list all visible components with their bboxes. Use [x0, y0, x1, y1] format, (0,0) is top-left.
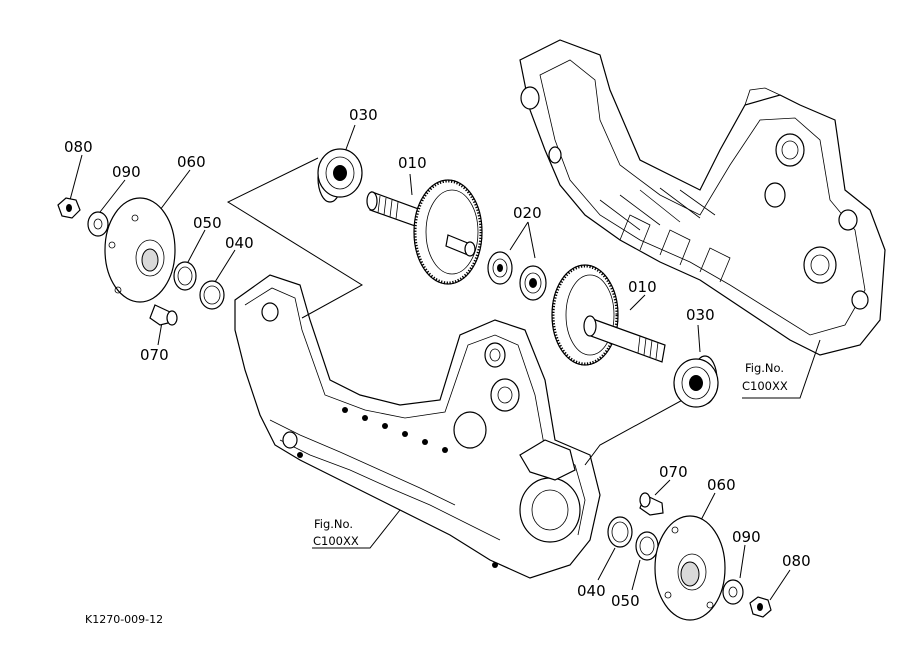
figure-reference-bottom: Fig.No. C100XX — [313, 517, 359, 548]
label-090-right: 090 — [732, 528, 761, 546]
washer-090-right — [722, 579, 744, 605]
bearing-020-a — [487, 251, 513, 285]
label-050-right: 050 — [611, 592, 640, 610]
label-070-left: 070 — [140, 346, 169, 364]
label-040-right: 040 — [577, 582, 606, 600]
bearing-020-b — [519, 265, 547, 301]
washer-090-left — [87, 211, 109, 237]
bolt-070-right — [639, 492, 664, 516]
seal-050-left — [173, 261, 197, 291]
bearing-030-upper — [317, 148, 363, 203]
bearing-030-right — [673, 355, 719, 408]
nut-080-right — [749, 596, 772, 618]
part-labels: 030 010 020 010 030 080 090 060 050 040 … — [64, 106, 811, 610]
label-010-right: 010 — [628, 278, 657, 296]
seal-040-left — [199, 280, 225, 310]
drawing-code: K1270-009-12 — [85, 613, 163, 626]
label-090-left: 090 — [112, 163, 141, 181]
hub-060-right — [654, 515, 726, 621]
figref-right-line2: C100XX — [742, 379, 788, 393]
figure-reference-right: Fig.No. C100XX — [742, 361, 788, 393]
label-020: 020 — [513, 204, 542, 222]
hub-060-left — [104, 197, 176, 303]
figref-bottom-line1: Fig.No. — [314, 517, 353, 531]
seal-040-right — [607, 516, 633, 548]
label-080-left: 080 — [64, 138, 93, 156]
upper-transmission-case — [519, 39, 886, 356]
label-010-upper: 010 — [398, 154, 427, 172]
label-080-right: 080 — [782, 552, 811, 570]
label-060-left: 060 — [177, 153, 206, 171]
seal-050-right — [635, 531, 659, 561]
front-axle-housing — [234, 274, 601, 579]
leader-lines — [69, 124, 821, 601]
label-050-left: 050 — [193, 214, 222, 232]
label-060-right: 060 — [707, 476, 736, 494]
figref-right-line1: Fig.No. — [745, 361, 784, 375]
nut-080-left — [57, 197, 81, 219]
gear-shaft-010-upper — [366, 179, 483, 285]
gear-shaft-010-right — [551, 264, 666, 366]
bolt-070-left — [149, 304, 178, 326]
figref-bottom-line2: C100XX — [313, 534, 359, 548]
label-030-upper: 030 — [349, 106, 378, 124]
label-070-right: 070 — [659, 463, 688, 481]
label-030-right: 030 — [686, 306, 715, 324]
label-040-left: 040 — [225, 234, 254, 252]
